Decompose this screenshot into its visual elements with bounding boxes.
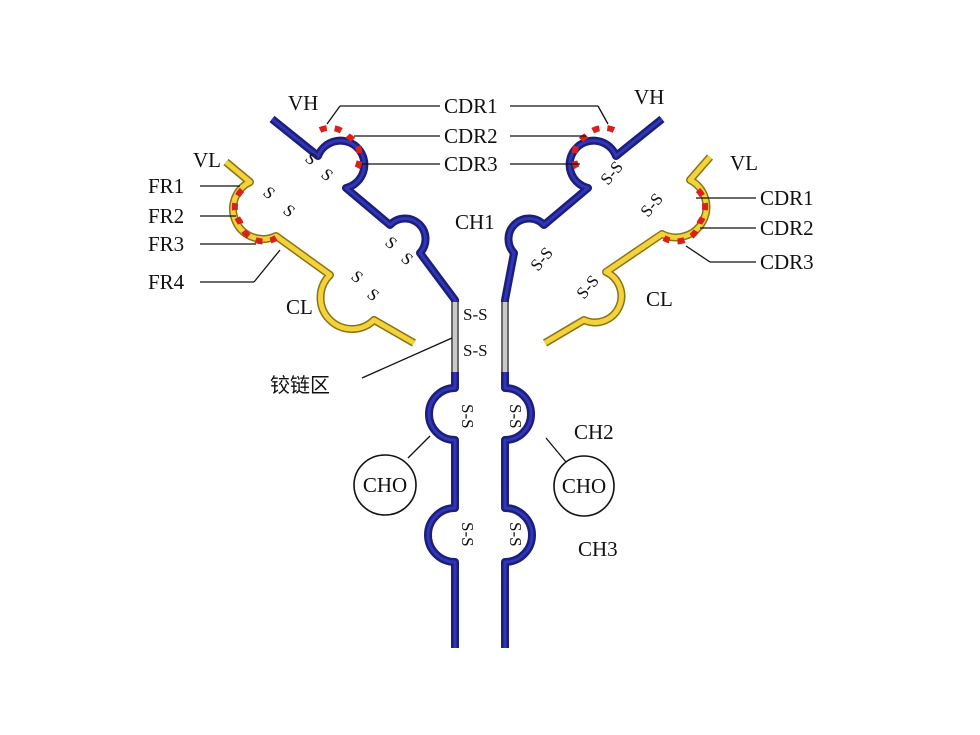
label-fr3: FR3 bbox=[148, 232, 184, 256]
ss-ch1-right: S-S bbox=[527, 244, 557, 275]
ss-cl-left: S bbox=[347, 267, 366, 288]
ss-hinge-2: S-S bbox=[463, 341, 488, 360]
label-ch3: CH3 bbox=[578, 537, 618, 561]
ss-cl-right: S-S bbox=[573, 272, 603, 303]
ss-vl-right: S-S bbox=[637, 190, 667, 221]
label-vh-left: VH bbox=[288, 91, 318, 115]
label-cdr1-right: CDR1 bbox=[760, 186, 814, 210]
labels: VH VH CDR1 CDR2 CDR3 VL VL FR1 FR2 FR3 F… bbox=[148, 85, 814, 561]
ss-vh-right: S-S bbox=[597, 158, 627, 189]
ss-cl-left-2: S bbox=[363, 285, 382, 306]
label-fr1: FR1 bbox=[148, 174, 184, 198]
cho-left-label: CHO bbox=[363, 473, 407, 497]
ss-vl-left-2: S bbox=[279, 201, 298, 222]
label-vh-right: VH bbox=[634, 85, 664, 109]
ss-ch1-left-2: S bbox=[397, 249, 416, 270]
leader-lines bbox=[200, 105, 756, 379]
ss-vl-left: S bbox=[259, 183, 278, 204]
ss-ch3-left: S-S bbox=[458, 522, 477, 547]
ss-ch2-right: S-S bbox=[506, 404, 525, 429]
light-chain-left bbox=[223, 158, 416, 347]
label-cdr3-right: CDR3 bbox=[760, 250, 814, 274]
heavy-chain-left bbox=[269, 115, 459, 648]
label-cdr2-right: CDR2 bbox=[760, 216, 814, 240]
label-fr4: FR4 bbox=[148, 270, 185, 294]
cho-right-label: CHO bbox=[562, 474, 606, 498]
cdr-heavy-left bbox=[318, 124, 363, 172]
label-cl-left: CL bbox=[286, 295, 313, 319]
carbohydrate-right: CHO bbox=[545, 437, 615, 517]
label-cl-right: CL bbox=[646, 287, 673, 311]
label-vl-right: VL bbox=[730, 151, 758, 175]
ss-ch2-left: S-S bbox=[458, 404, 477, 429]
heavy-chain-right bbox=[501, 115, 665, 648]
cdr-light-left bbox=[231, 187, 278, 245]
label-hinge: 铰链区 bbox=[270, 373, 330, 397]
ss-hinge-1: S-S bbox=[463, 305, 488, 324]
label-cdr2: CDR2 bbox=[444, 124, 498, 148]
label-cdr1: CDR1 bbox=[444, 94, 498, 118]
label-vl-left: VL bbox=[193, 148, 221, 172]
ss-ch3-right: S-S bbox=[506, 522, 525, 547]
ss-vh-left-2: S bbox=[317, 165, 336, 186]
label-ch1: CH1 bbox=[455, 210, 495, 234]
cdr-light-right bbox=[662, 187, 709, 245]
ss-ch1-left: S bbox=[381, 233, 400, 254]
light-chain-right bbox=[542, 154, 714, 347]
label-cdr3: CDR3 bbox=[444, 152, 498, 176]
carbohydrate-left: CHO bbox=[353, 435, 431, 516]
label-fr2: FR2 bbox=[148, 204, 184, 228]
label-ch2: CH2 bbox=[574, 420, 614, 444]
